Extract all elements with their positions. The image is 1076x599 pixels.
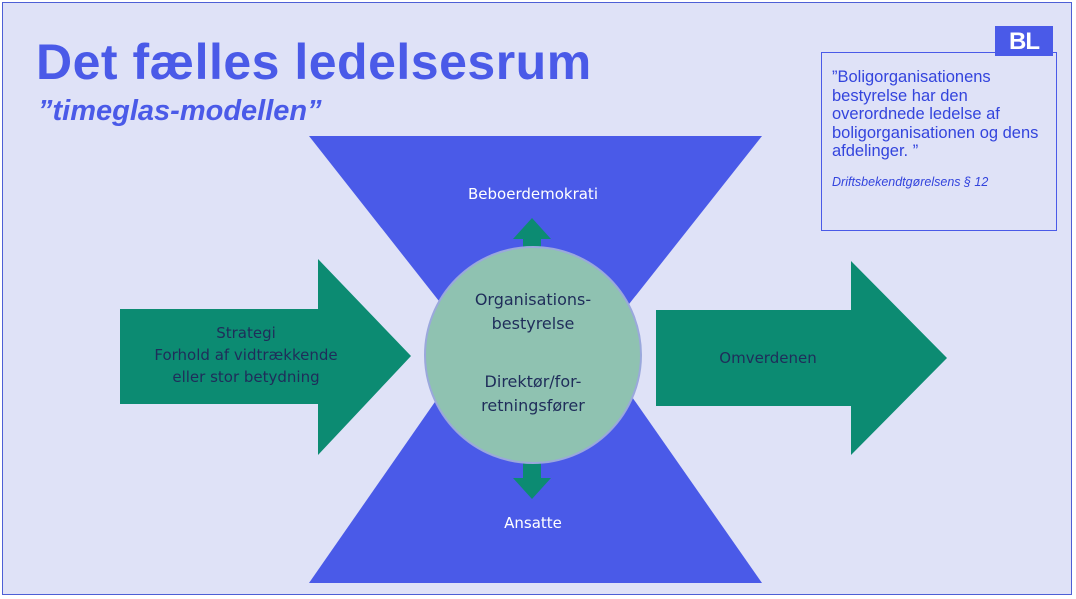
beboerdemokrati-label: Beboerdemokrati	[468, 185, 598, 203]
left-arrow-label: Strategi Forhold af vidtrækkende eller s…	[131, 322, 361, 388]
circle-line-4: retningsfører	[481, 396, 585, 415]
left-arrow-line-1: Strategi	[216, 324, 276, 342]
right-arrow	[656, 261, 947, 455]
circle-line-3: Direktør/for-	[484, 372, 582, 391]
quote-source: Driftsbekendtgørelsens § 12	[832, 174, 989, 189]
left-arrow-line-2: Forhold af vidtrækkende	[154, 346, 338, 364]
left-arrow	[120, 259, 411, 455]
board-circle	[424, 246, 642, 464]
down-arrow	[513, 448, 551, 499]
quote-box: ”Boligorganisationens bestyrelse har den…	[821, 52, 1057, 231]
up-arrow	[513, 218, 551, 268]
slide-title: Det fælles ledelsesrum	[36, 34, 592, 90]
circle-line-1: Organisations-	[474, 290, 592, 309]
circle-line-2: bestyrelse	[491, 314, 575, 333]
left-arrow-line-3: eller stor betydning	[172, 368, 320, 386]
quote-text: ”Boligorganisationens bestyrelse har den…	[832, 68, 1039, 160]
circle-director-label: Direktør/for- retningsfører	[443, 370, 623, 418]
circle-board-label: Organisations- bestyrelse	[443, 288, 623, 336]
hourglass-diagram	[120, 136, 947, 583]
omverdenen-label: Omverdenen	[719, 349, 817, 367]
slide-subtitle: ”timeglas-modellen”	[38, 95, 322, 127]
ansatte-label: Ansatte	[504, 514, 562, 532]
bl-logo: BL	[995, 26, 1053, 56]
